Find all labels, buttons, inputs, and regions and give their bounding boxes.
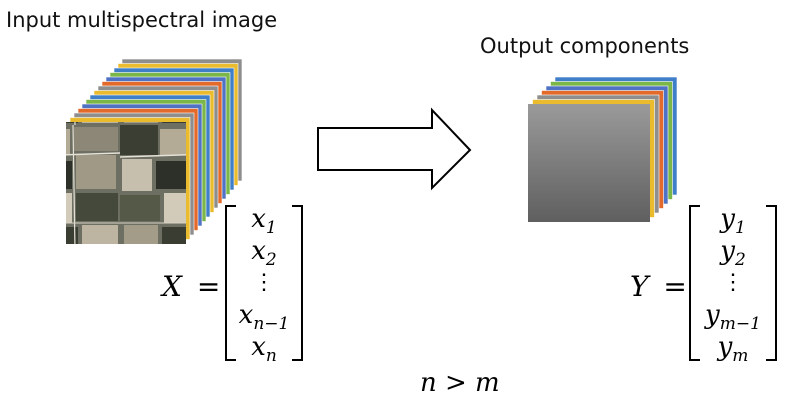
x-vector-entry: ⋮ (253, 270, 275, 295)
input-image-front (66, 122, 186, 244)
x-right-bracket (292, 205, 303, 361)
input-image-stack (66, 58, 243, 244)
y-symbol: Y (630, 270, 649, 303)
y-right-bracket (766, 205, 777, 361)
x-vector-entry: x1 (251, 204, 277, 239)
input-title: Input multispectral image (6, 8, 278, 32)
output-component-front (528, 104, 650, 222)
y-left-bracket (689, 205, 700, 361)
x-left-bracket (225, 205, 236, 361)
output-component-stack (528, 76, 678, 222)
y-vector-entry: ym (717, 332, 749, 367)
y-equation-lhs: Y = (630, 270, 687, 303)
y-vector-entry: y2 (720, 236, 746, 271)
y-vector-entry: y1 (720, 204, 746, 239)
dimension-condition: n > m (420, 368, 500, 398)
x-vector-entry: x2 (251, 236, 277, 271)
y-vector-entry: ym−1 (705, 300, 761, 335)
x-equation-lhs: X = (162, 270, 221, 303)
x-symbol: X (162, 270, 182, 303)
y-vector-entry: ⋮ (722, 270, 744, 295)
x-vector-entry: xn−1 (238, 300, 290, 335)
x-vector-entry: xn (251, 332, 277, 367)
transform-arrow (317, 107, 472, 191)
output-title: Output components (480, 34, 690, 58)
